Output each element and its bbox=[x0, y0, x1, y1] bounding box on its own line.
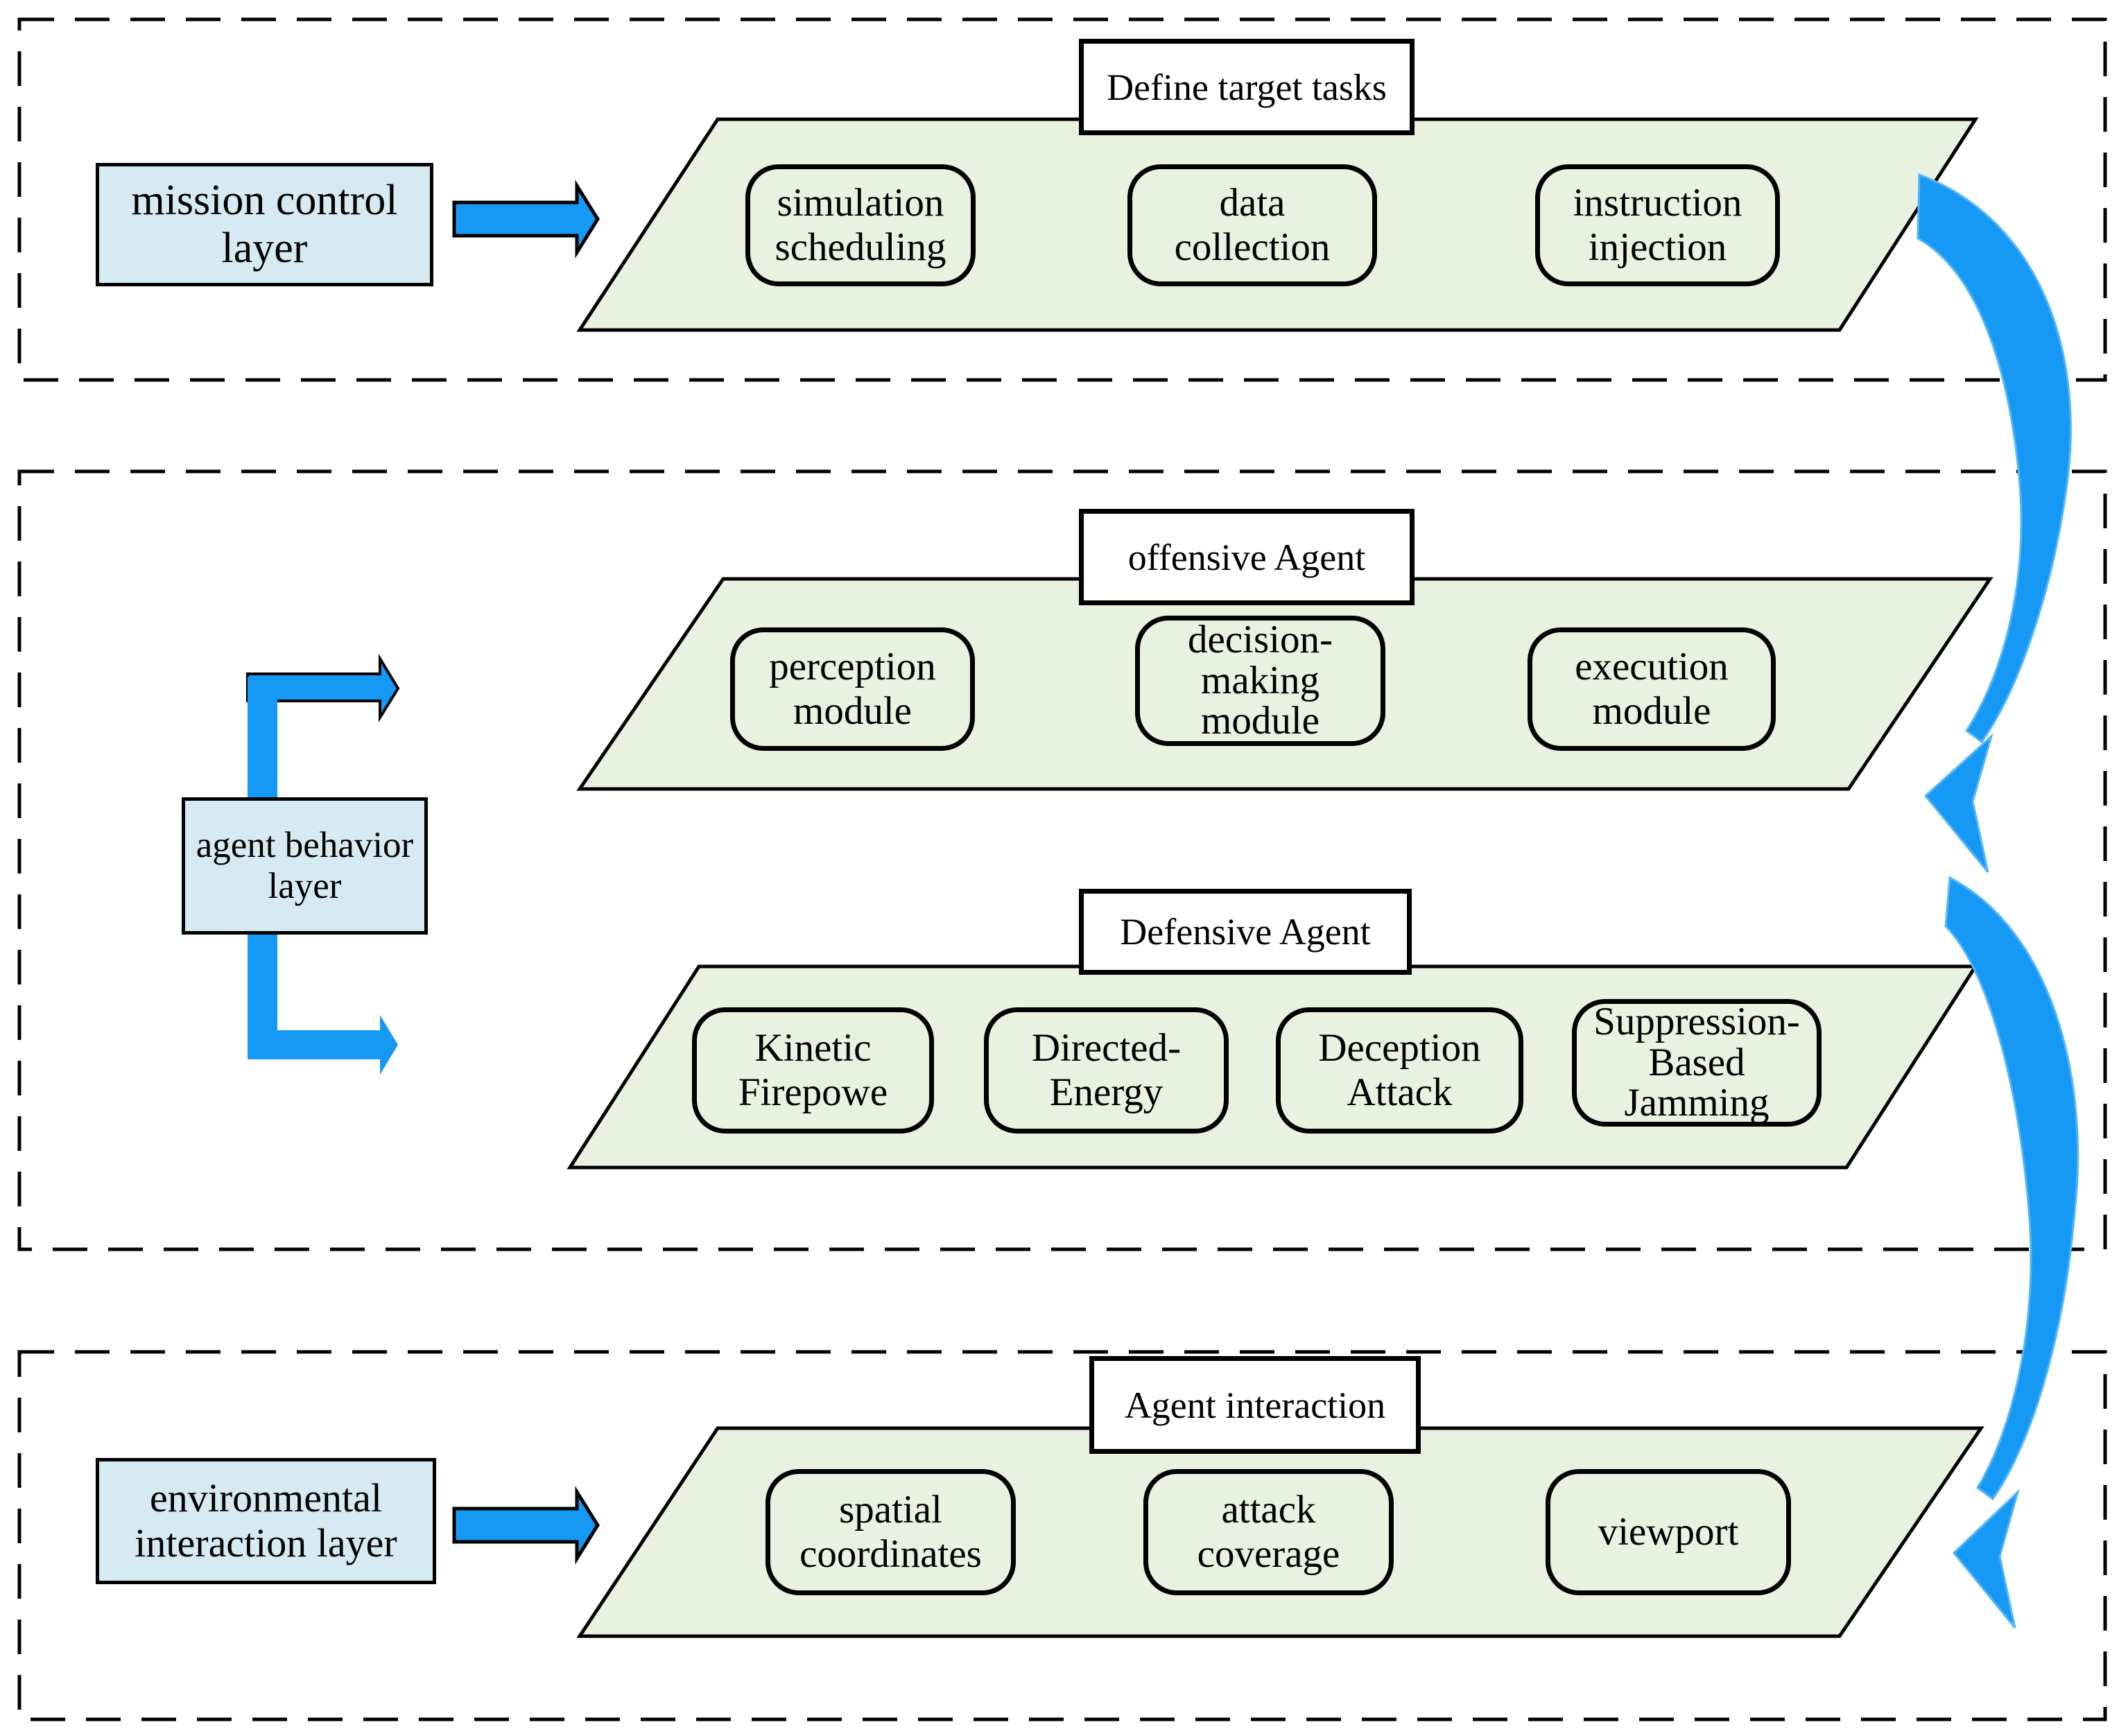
module-deception-attack: Deception Attack bbox=[1276, 1007, 1523, 1134]
environmental-interaction-layer-band bbox=[17, 1350, 2107, 1721]
module-data-collection: data collection bbox=[1127, 164, 1377, 286]
defensive-agent-label: Defensive Agent bbox=[1079, 889, 1412, 975]
module-execution: execution module bbox=[1528, 627, 1776, 751]
agent-behavior-layer-box: agent behavior layer bbox=[182, 797, 428, 935]
module-spatial-coordinates: spatial coordinates bbox=[765, 1469, 1016, 1595]
module-viewport: viewport bbox=[1546, 1469, 1791, 1595]
agent-behavior-layer-band bbox=[17, 469, 2107, 1251]
tasks-to-agents-curved-arrow bbox=[1917, 173, 2072, 744]
module-simulation-scheduling: simulation scheduling bbox=[745, 164, 976, 286]
module-attack-coverage: attack coverage bbox=[1143, 1469, 1394, 1595]
mission-control-layer-box: mission control layer bbox=[96, 163, 433, 286]
tasks-to-agents-curved-arrowhead bbox=[1923, 733, 1993, 873]
define-target-tasks-label: Define target tasks bbox=[1079, 39, 1415, 135]
module-directed-energy: Directed- Energy bbox=[984, 1007, 1229, 1134]
environment-flow-arrow bbox=[452, 1486, 600, 1565]
agents-to-interaction-curved-arrowhead bbox=[1952, 1488, 2020, 1629]
module-instruction-injection: instruction injection bbox=[1535, 164, 1780, 286]
mission-flow-arrow bbox=[452, 180, 600, 259]
agent-interaction-label: Agent interaction bbox=[1089, 1356, 1421, 1454]
module-perception: perception module bbox=[730, 627, 975, 751]
module-suppression-jamming: Suppression- Based Jamming bbox=[1572, 999, 1822, 1127]
agent-behavior-up-arrow-stem bbox=[248, 677, 277, 799]
module-decision-making: decision- making module bbox=[1135, 616, 1385, 746]
offensive-agent-label: offensive Agent bbox=[1079, 509, 1415, 605]
environmental-interaction-layer-box: environmental interaction layer bbox=[96, 1458, 436, 1584]
module-kinetic-firepower: Kinetic Firepowe bbox=[692, 1007, 934, 1134]
agents-to-interaction-curved-arrow bbox=[1944, 876, 2079, 1501]
agent-behavior-down-arrow bbox=[248, 933, 398, 1075]
